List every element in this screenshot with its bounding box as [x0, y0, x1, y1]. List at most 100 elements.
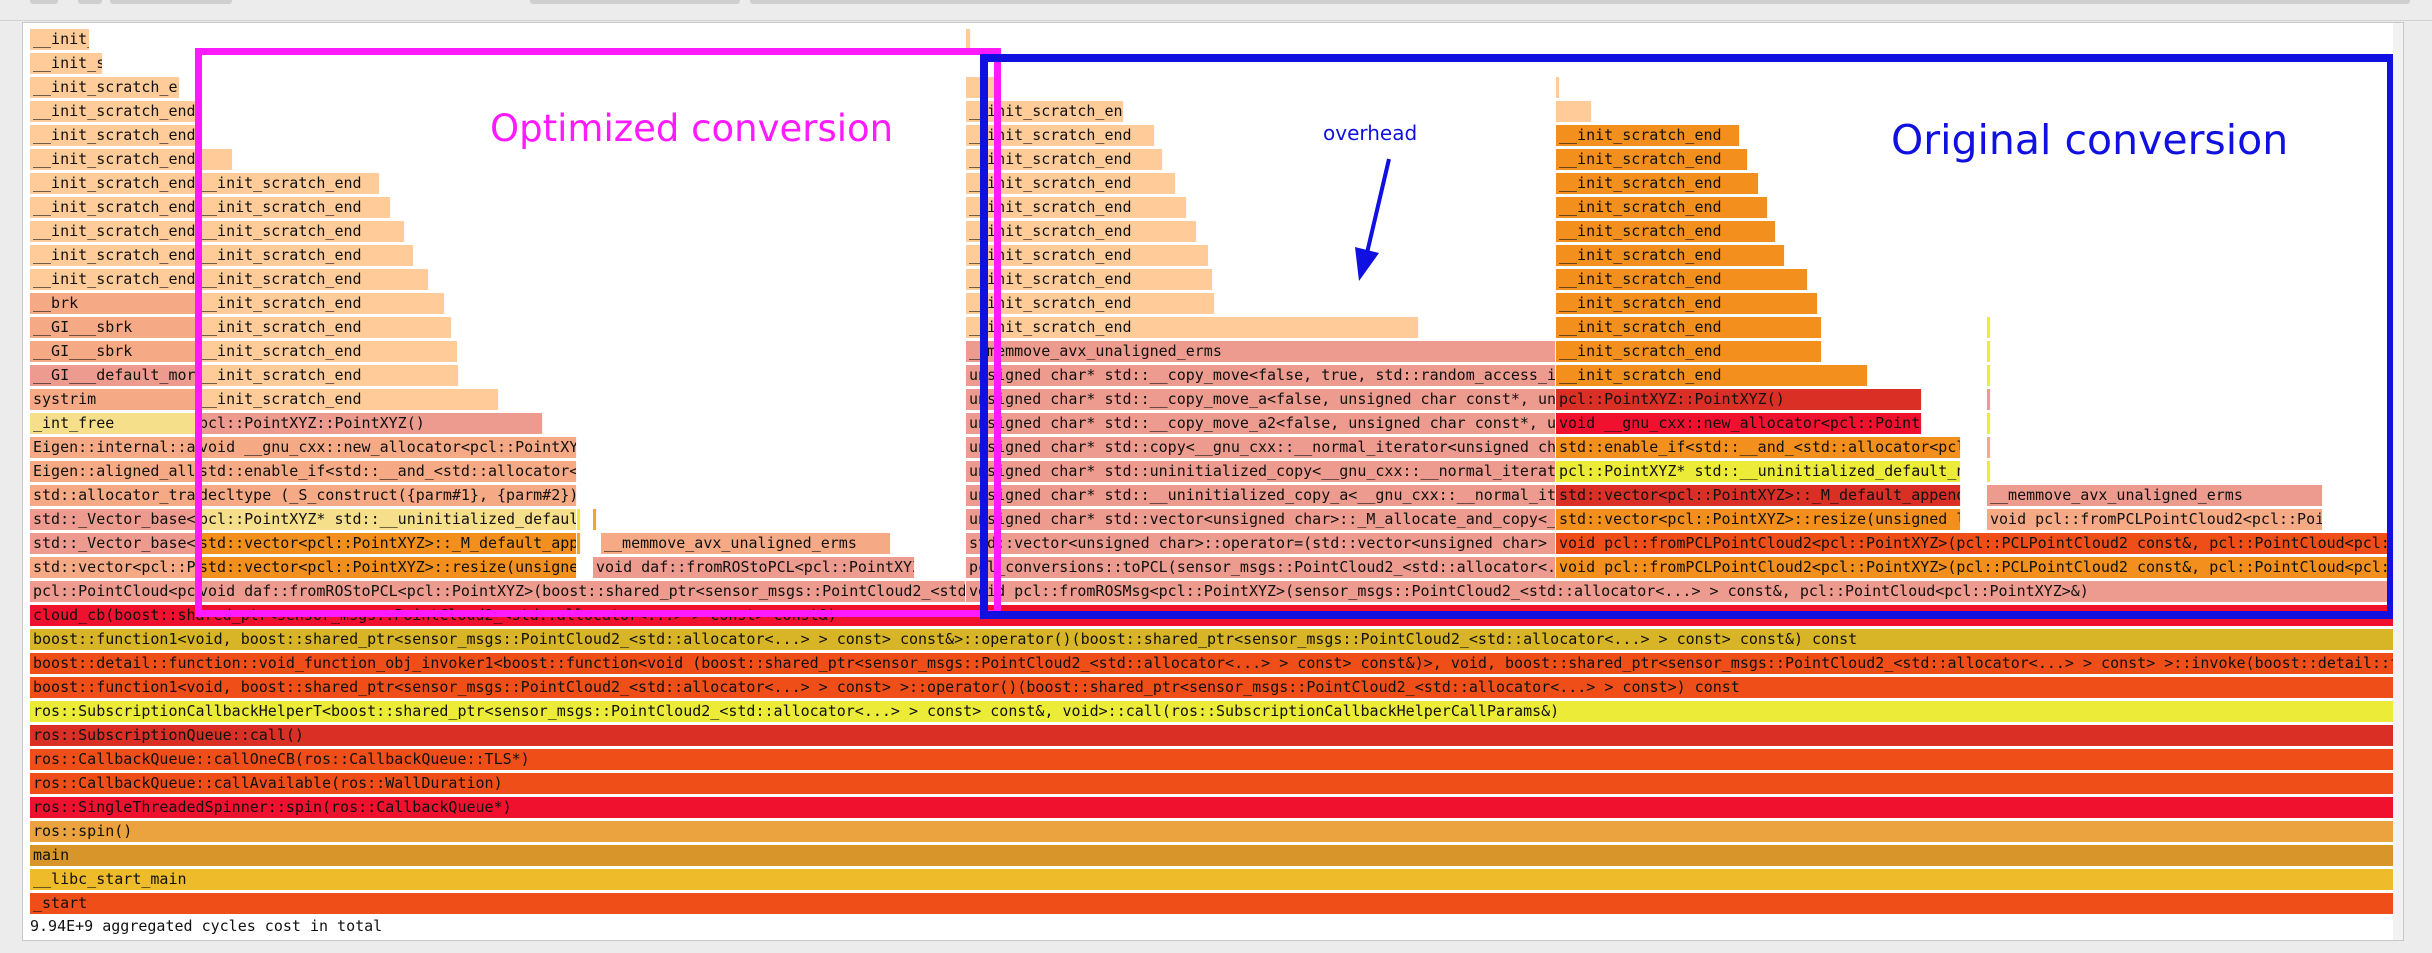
flame-frame[interactable]: __GI___default_morecore	[30, 365, 196, 386]
flame-frame[interactable]: pcl::PointXYZ::PointXYZ()	[196, 413, 543, 434]
toolbar-field[interactable]	[530, 0, 740, 4]
flame-frame[interactable]: unsigned char* std::uninitialized_copy<_…	[966, 461, 1556, 482]
flame-frame[interactable]: _start	[30, 893, 2403, 914]
flame-frame[interactable]: void __gnu_cxx::new_allocator<pcl::Point…	[1556, 413, 1922, 434]
flame-frame[interactable]: __init_scratch_end	[1556, 269, 1808, 290]
flame-frame[interactable]: std::enable_if<std::__and_<std::allocato…	[196, 461, 577, 482]
flame-frame[interactable]: __init_scratch_end	[1556, 341, 1822, 362]
flame-frame[interactable]: __init_scratch_end	[1556, 317, 1822, 338]
flame-frame[interactable]: unsigned char* std::vector<unsigned char…	[966, 509, 1556, 530]
flame-frame[interactable]	[1556, 77, 1560, 98]
flame-frame[interactable]: __init_scratch_end	[196, 341, 458, 362]
flame-frame[interactable]: std::vector<pcl::PointXYZ>::resize(unsig…	[196, 557, 577, 578]
flame-frame[interactable]: ros::SingleThreadedSpinner::spin(ros::Ca…	[30, 797, 2403, 818]
flame-frame[interactable]: __init_scratch_end	[30, 269, 196, 290]
flame-frame[interactable]: __GI___sbrk	[30, 341, 196, 362]
flame-frame[interactable]: __init_scratch_end	[966, 317, 1419, 338]
flame-frame[interactable]: __init_scratch_end	[966, 245, 1209, 266]
flame-frame[interactable]: __init_scratch_end	[1556, 125, 1740, 146]
flame-frame[interactable]: __init_scratch_end	[196, 197, 391, 218]
flame-frame[interactable]: __init_scratch_end	[30, 197, 196, 218]
flame-frame[interactable]	[1987, 317, 1991, 338]
flame-frame[interactable]: __init_scratch_end	[1556, 245, 1785, 266]
flame-frame[interactable]: __libc_start_main	[30, 869, 2403, 890]
flame-frame[interactable]: __init_scratch_end	[30, 221, 196, 242]
flame-frame[interactable]: __init_scratch_end	[966, 221, 1197, 242]
flame-frame[interactable]: unsigned char* std::copy<__gnu_cxx::__no…	[966, 437, 1556, 458]
flame-frame[interactable]: __init_scratch_end	[1556, 173, 1759, 194]
flame-frame[interactable]: pcl::PointXYZ::PointXYZ()	[1556, 389, 1922, 410]
flame-frame[interactable]: __init_scratch_end	[196, 221, 405, 242]
flame-frame[interactable]: systrim	[30, 389, 196, 410]
flame-frame[interactable]: __init_scratch_end	[966, 125, 1155, 146]
flame-frame[interactable]: pcl_conversions::toPCL(sensor_msgs::Poin…	[966, 557, 1556, 578]
flame-frame[interactable]	[577, 533, 581, 554]
flame-frame[interactable]: __init_scratch_end	[196, 293, 445, 314]
flame-frame[interactable]: main	[30, 845, 2403, 866]
flame-frame[interactable]: pcl::PointXYZ* std::__uninitialized_defa…	[1556, 461, 1961, 482]
flame-frame[interactable]	[1556, 101, 1592, 122]
flame-frame[interactable]: void daf::fromROStoPCL<pcl::PointXYZ>(se…	[593, 557, 915, 578]
flame-frame[interactable]: __init_scratch_end	[30, 173, 196, 194]
flame-frame[interactable]: void __gnu_cxx::new_allocator<pcl::Point…	[196, 437, 577, 458]
flame-frame[interactable]: __init_scratch_end	[966, 197, 1187, 218]
toolbar-button[interactable]	[110, 0, 232, 4]
flame-frame[interactable]: __init_scratch_end	[966, 269, 1213, 290]
flame-frame[interactable]: __init_scratch_end	[1556, 197, 1768, 218]
flame-frame[interactable]: __memmove_avx_unaligned_erms	[601, 533, 891, 554]
flame-frame[interactable]: std::vector<pcl::PointXYZ>::_M_default_a…	[196, 533, 577, 554]
flame-frame[interactable]: std::vector<pcl::PointXYZ>::resize(unsig…	[30, 557, 196, 578]
flame-frame[interactable]	[1987, 413, 1991, 434]
flame-frame[interactable]: _int_free	[30, 413, 196, 434]
flame-frame[interactable]: __init_scratch_end	[30, 149, 233, 170]
flame-frame[interactable]: ros::CallbackQueue::callAvailable(ros::W…	[30, 773, 2403, 794]
toolbar-field[interactable]	[750, 0, 2410, 4]
flame-frame[interactable]: pcl::PointCloud<pcl::PointXYZ>::~PointCl…	[30, 581, 196, 602]
flame-frame[interactable]	[1987, 365, 1991, 386]
flame-frame[interactable]: std::_Vector_base<pcl::PointXYZ>::~_Vect…	[30, 533, 196, 554]
flame-frame[interactable]: __init_scratch_end	[1556, 293, 1818, 314]
scrollbar[interactable]	[2393, 23, 2403, 940]
flame-frame[interactable]: std::_Vector_base<pcl::PointXYZ>::_M_dea…	[30, 509, 196, 530]
flame-frame[interactable]: unsigned char* std::__copy_move_a2<false…	[966, 413, 1556, 434]
flame-frame[interactable]	[1987, 437, 1991, 458]
flame-frame[interactable]: Eigen::aligned_allocator<pcl::PointXYZ>:…	[30, 461, 196, 482]
flame-frame[interactable]: __init_scratch_end	[1556, 149, 1748, 170]
flame-frame[interactable]: __init_scratch_end	[196, 317, 452, 338]
flame-frame[interactable]: __init_scratch_end	[966, 173, 1176, 194]
flame-frame[interactable]: __init_scratch_end	[196, 389, 499, 410]
flame-frame[interactable]: __init_scratch_end	[30, 245, 196, 266]
flame-frame[interactable]: __init_scratch_end	[966, 149, 1163, 170]
flame-frame[interactable]: __memmove_avx_unaligned_erms	[966, 341, 1556, 362]
flame-frame[interactable]: void daf::fromROStoPCL<pcl::PointXYZ>(bo…	[196, 581, 966, 602]
flame-frame[interactable]: pcl::PointXYZ* std::__uninitialized_defa…	[196, 509, 577, 530]
flame-frame[interactable]: __memmove_avx_unaligned_erms	[1987, 485, 2323, 506]
flame-frame[interactable]: __init_scratch_end	[966, 293, 1215, 314]
flame-frame[interactable]	[577, 509, 581, 530]
flame-frame[interactable]: ros::CallbackQueue::callOneCB(ros::Callb…	[30, 749, 2403, 770]
flame-frame[interactable]: unsigned char* std::__uninitialized_copy…	[966, 485, 1556, 506]
flame-frame[interactable]: std::allocator_traits<std::allocator<pcl…	[30, 485, 196, 506]
flame-frame[interactable]: void pcl::fromPCLPointCloud2<pcl::PointX…	[1987, 509, 2323, 530]
flame-frame[interactable]: boost::detail::function::void_function_o…	[30, 653, 2403, 674]
flame-frame[interactable]: __init_scratch_end	[30, 53, 103, 74]
flame-frame[interactable]	[966, 29, 971, 50]
toolbar-button[interactable]	[30, 0, 58, 4]
flame-frame[interactable]	[593, 509, 597, 530]
flame-frame[interactable]: __init_scratch_end	[196, 173, 380, 194]
flame-frame[interactable]: __init_scratch_end	[30, 77, 180, 98]
flame-frame[interactable]	[1987, 341, 1991, 362]
flame-frame[interactable]: boost::function1<void, boost::shared_ptr…	[30, 677, 2403, 698]
flame-frame[interactable]: __brk	[30, 293, 196, 314]
flame-frame[interactable]: __init_scratch_end	[196, 365, 459, 386]
flame-frame[interactable]: ros::spin()	[30, 821, 2403, 842]
flame-frame[interactable]: __GI___sbrk	[30, 317, 196, 338]
flame-frame[interactable]: __init_scratch_end	[30, 101, 196, 122]
flame-frame[interactable]: ros::SubscriptionCallbackHelperT<boost::…	[30, 701, 2403, 722]
flame-frame[interactable]	[1987, 461, 1991, 482]
flame-frame[interactable]	[1987, 389, 1991, 410]
flame-frame[interactable]: std::vector<pcl::PointXYZ>::resize(unsig…	[1556, 509, 1961, 530]
flame-frame[interactable]: std::vector<pcl::PointXYZ>::_M_default_a…	[1556, 485, 1961, 506]
flame-frame[interactable]: void pcl::fromPCLPointCloud2<pcl::PointX…	[1556, 533, 2403, 554]
flame-frame[interactable]: ros::SubscriptionQueue::call()	[30, 725, 2403, 746]
